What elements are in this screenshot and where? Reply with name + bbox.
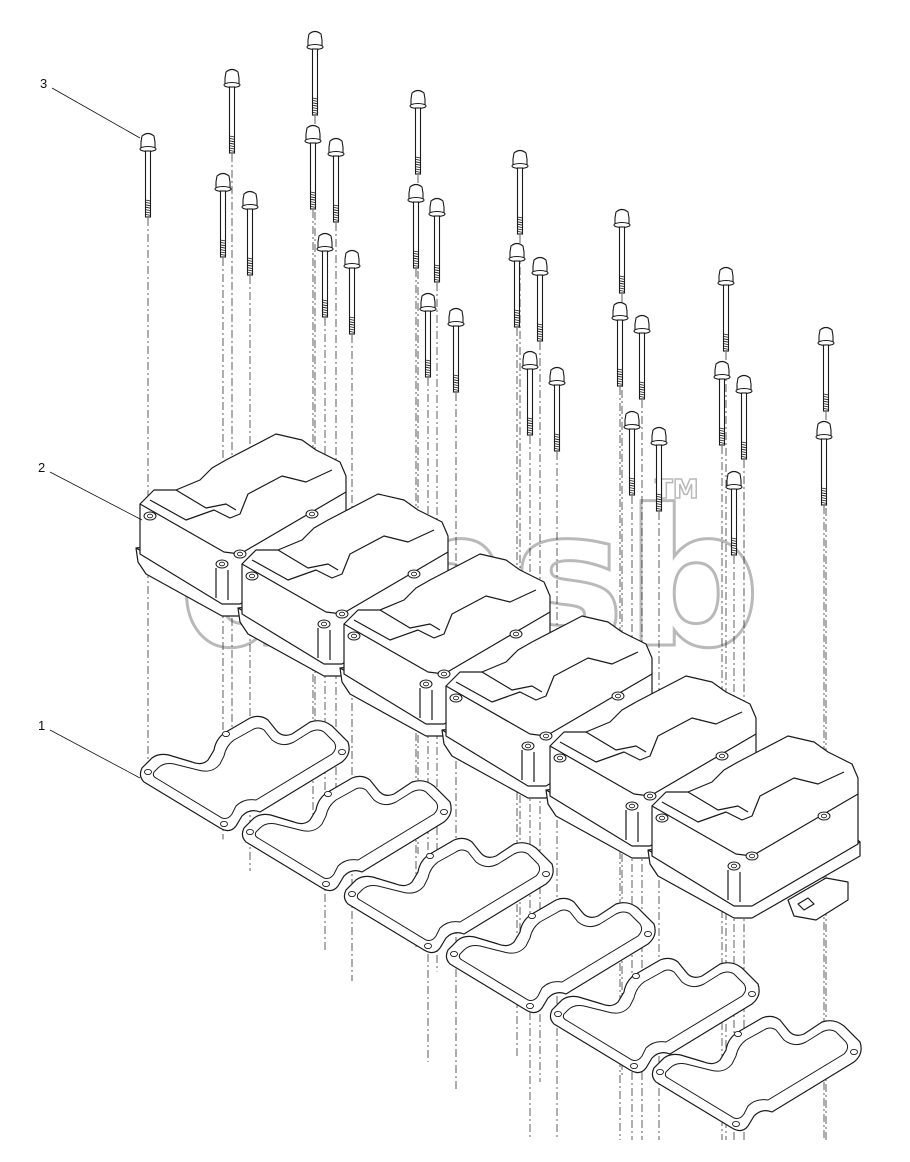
bolt <box>241 190 259 276</box>
callout-2: 2 <box>38 460 143 521</box>
gasket <box>549 957 760 1074</box>
bolt <box>139 132 157 218</box>
gasket <box>139 715 350 832</box>
gasket <box>651 1015 862 1132</box>
callout-3-leader <box>51 87 141 139</box>
gasket <box>343 837 554 954</box>
callout-2-leader <box>49 471 143 521</box>
bolt <box>343 249 361 335</box>
bolt <box>815 420 833 506</box>
bolt-group <box>139 30 835 556</box>
callout-2-label: 2 <box>38 460 45 475</box>
bolt <box>650 426 668 512</box>
bolt <box>717 266 735 352</box>
bolt <box>214 172 232 258</box>
bolt <box>735 374 753 460</box>
bolt <box>508 242 526 328</box>
bolt <box>223 68 241 154</box>
callout-3: 3 <box>40 76 141 139</box>
gasket-group <box>139 715 862 1132</box>
bolt <box>521 350 539 436</box>
bolt <box>713 360 731 446</box>
callout-1: 1 <box>38 718 141 779</box>
callout-group: 3 2 1 <box>38 76 143 779</box>
bolt <box>428 197 446 283</box>
gasket <box>445 897 656 1014</box>
callout-1-label: 1 <box>38 718 45 733</box>
bolt <box>409 89 427 175</box>
bolt <box>623 410 641 496</box>
bolt <box>817 326 835 412</box>
callout-1-leader <box>49 729 141 779</box>
bolt <box>407 183 425 269</box>
bolt <box>611 301 629 387</box>
valve-cover-group <box>135 433 861 921</box>
valve-cover <box>647 735 861 921</box>
bolt <box>613 208 631 294</box>
bolt <box>419 292 437 378</box>
bolt <box>548 366 566 452</box>
bolt <box>304 124 322 210</box>
gasket <box>241 775 452 892</box>
bolt <box>316 232 334 318</box>
bolt <box>306 30 324 116</box>
bolt <box>725 470 743 556</box>
callout-3-label: 3 <box>40 76 47 91</box>
bolt <box>447 307 465 393</box>
bolt <box>327 137 345 223</box>
bolt <box>531 256 549 342</box>
bolt <box>511 149 529 235</box>
bolt <box>633 314 651 400</box>
